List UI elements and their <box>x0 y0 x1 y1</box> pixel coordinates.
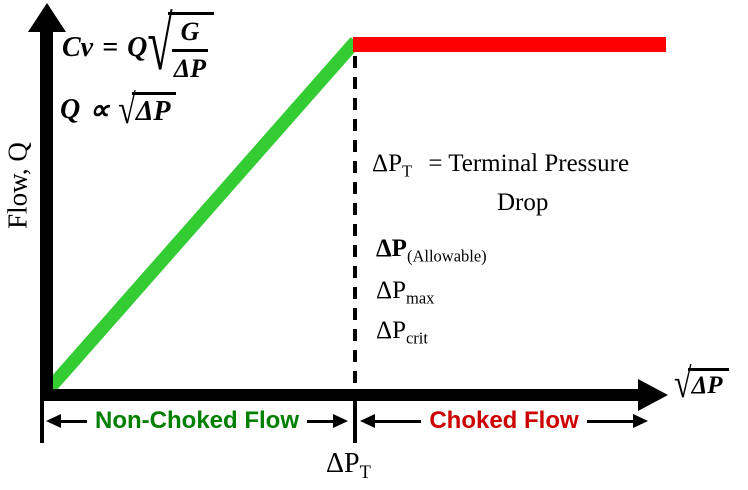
dp-t-symbol: ΔPT <box>372 150 413 181</box>
arrow-left-icon <box>46 414 61 428</box>
arrow-right-icon <box>633 414 648 428</box>
x-axis-label: √ ΔP <box>674 362 729 404</box>
equals-sign: = <box>102 32 119 63</box>
fraction-denominator: ΔP <box>173 54 207 83</box>
fraction-numerator: G <box>171 17 209 52</box>
y-axis <box>40 28 53 401</box>
region-label-choked: Choked Flow <box>429 407 579 434</box>
x-axis-label-radicand: ΔP <box>687 368 729 400</box>
x-tick-label-dpt: ΔPT <box>326 448 371 482</box>
non-choked-region-arrow: Non-Choked Flow <box>46 407 349 435</box>
x-axis <box>40 389 640 401</box>
annotation-dp-max: ΔPmax <box>376 277 435 308</box>
flow-q-symbol: Q <box>60 94 81 125</box>
proportional-icon: ∝ <box>89 95 110 126</box>
region-label-non-choked: Non-Choked Flow <box>95 407 299 434</box>
x-axis-arrowhead-icon <box>638 379 668 411</box>
radical-icon: √ <box>674 359 692 407</box>
arrow-left-icon <box>360 414 375 428</box>
cv-symbol: Cv <box>62 32 94 63</box>
terminal-definition-text-line2: Drop <box>497 189 549 217</box>
choked-flow-line <box>353 37 666 52</box>
terminal-pressure-dashed-line <box>353 56 357 390</box>
formula-cv: Cv = Q √ G ΔP <box>62 6 215 84</box>
choked-region-arrow: Choked Flow <box>360 407 648 435</box>
annotation-dp-allowable: ΔP(Allowable) <box>376 235 487 266</box>
arrow-right-icon <box>333 414 349 428</box>
y-axis-arrowhead-icon <box>28 3 66 32</box>
annotation-terminal-pressure: ΔPT = Terminal Pressure Drop <box>372 150 629 217</box>
radical-icon: √ <box>147 1 173 86</box>
y-axis-label: Flow, Q <box>2 142 33 229</box>
axis-tick-origin <box>40 400 44 443</box>
axis-tick-terminal <box>353 390 357 443</box>
terminal-definition-text: = Terminal Pressure <box>428 150 630 177</box>
formula-q-proportional: Q ∝ √ ΔP <box>60 88 177 130</box>
radicand-fraction: G ΔP <box>167 12 215 84</box>
radicand-dp: ΔP <box>131 92 177 128</box>
flow-q-symbol: Q <box>127 32 148 63</box>
radical-icon: √ <box>118 85 136 133</box>
annotation-dp-crit: ΔPcrit <box>376 317 428 348</box>
